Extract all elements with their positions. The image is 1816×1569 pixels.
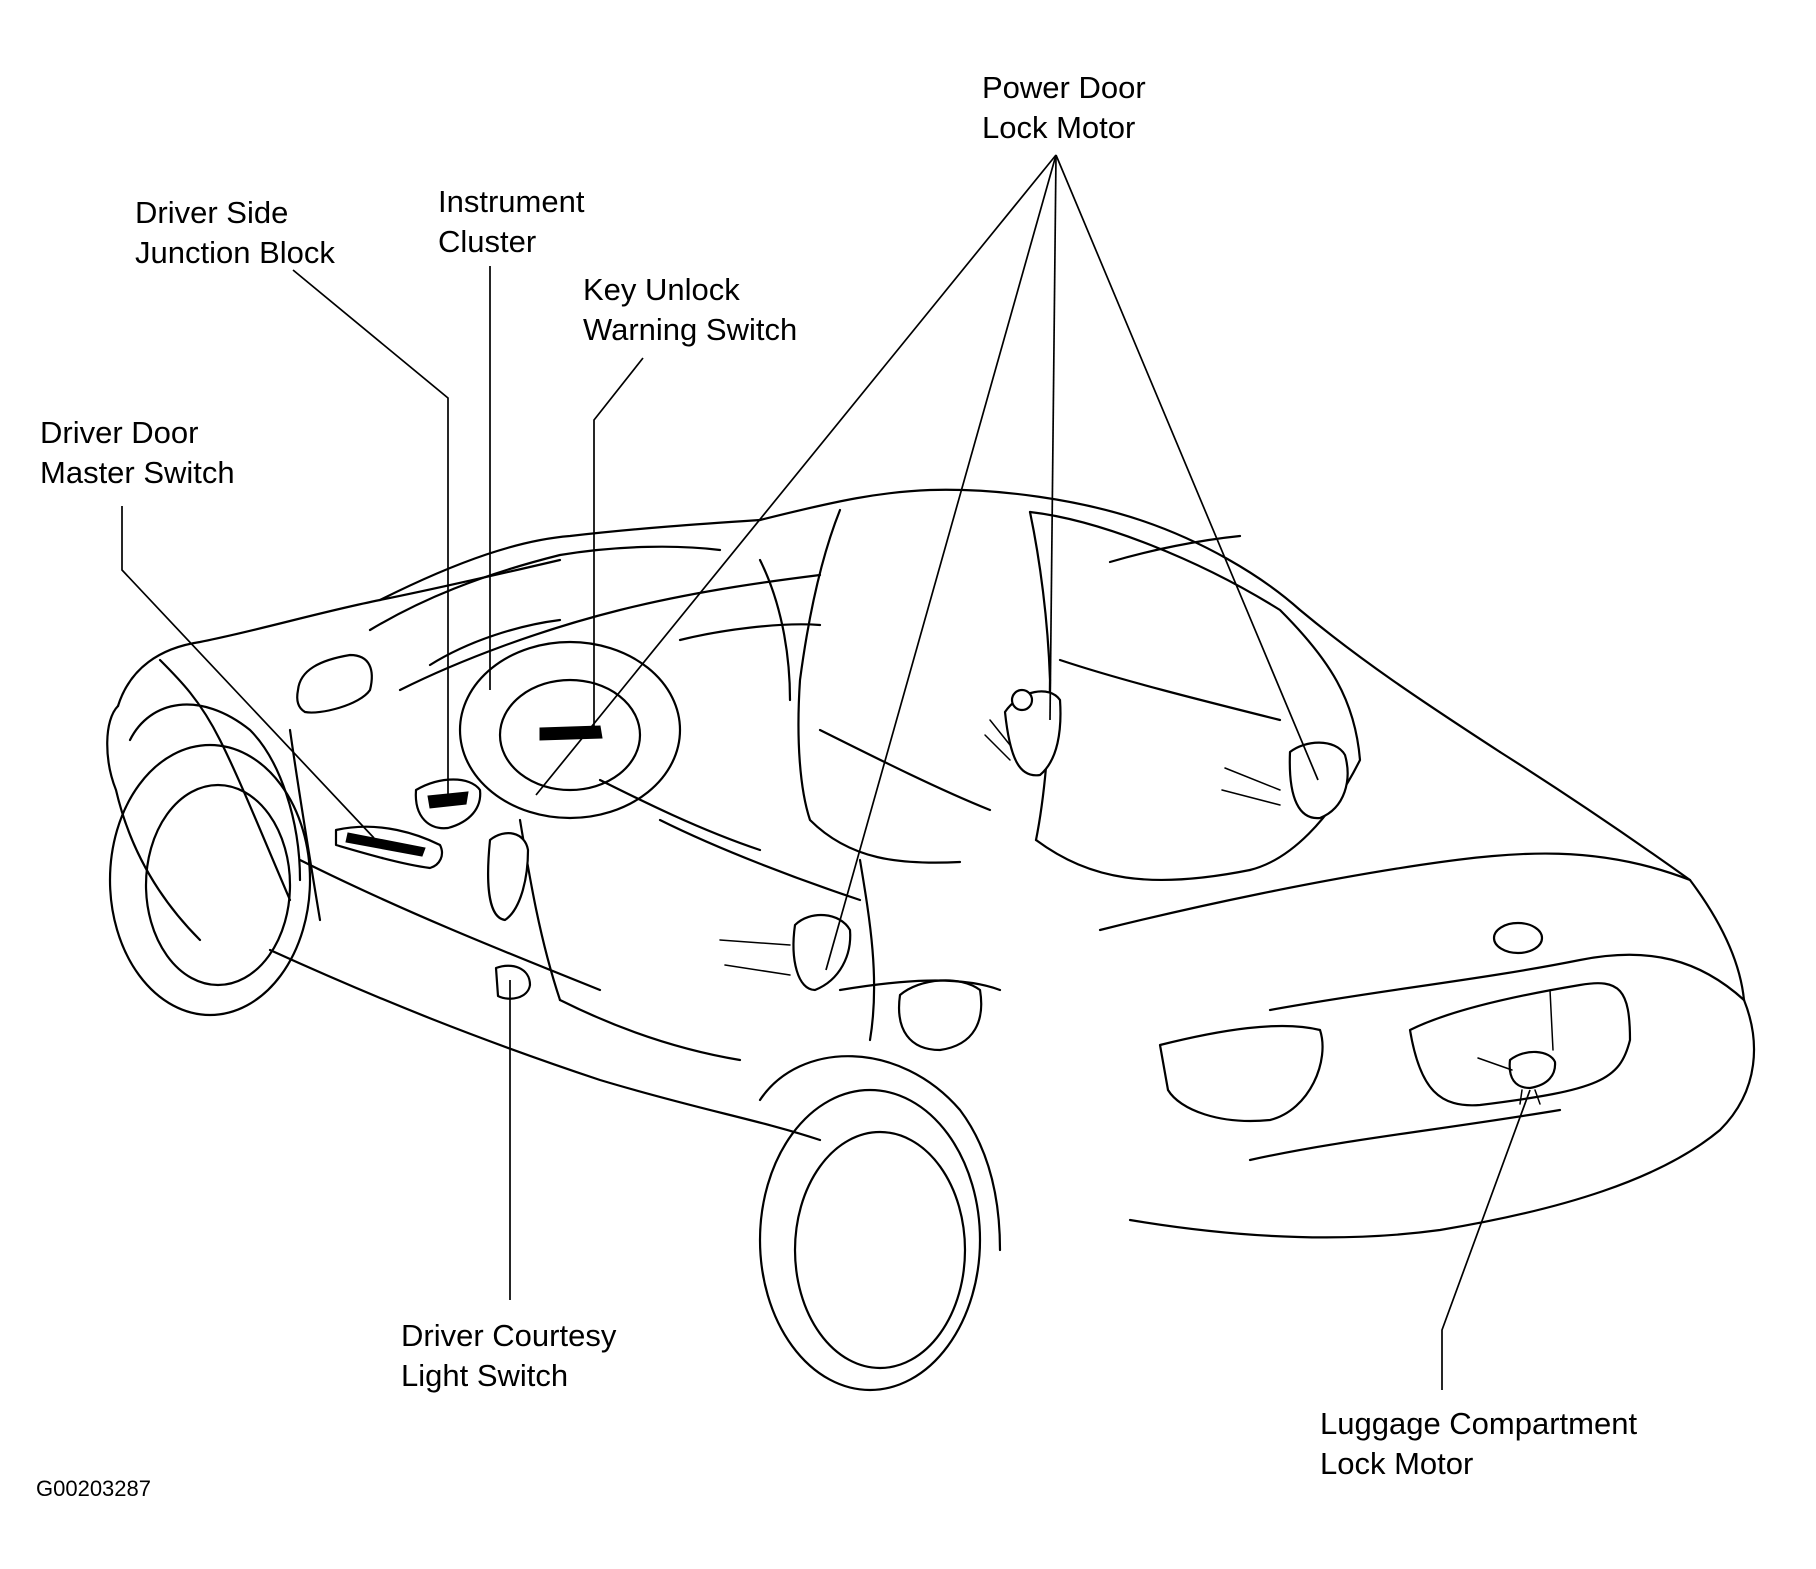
- power-door-lock-motor-parts: [719, 688, 1349, 992]
- label-line: Lock Motor: [982, 110, 1136, 145]
- label-line: Driver Door: [40, 415, 199, 450]
- label-line: Driver Side: [135, 195, 289, 230]
- label-key-unlock-warning-switch: Key Unlock Warning Switch: [583, 270, 797, 350]
- luggage-compartment-lock-motor-part: [1477, 989, 1557, 1105]
- driver-courtesy-light-switch-part: [487, 832, 532, 1000]
- label-line: Lock Motor: [1320, 1446, 1474, 1481]
- label-line: Warning Switch: [583, 312, 798, 347]
- label-power-door-lock-motor: Power Door Lock Motor: [982, 68, 1146, 148]
- label-line: Light Switch: [401, 1358, 569, 1393]
- car-body: [106, 488, 1756, 1392]
- label-driver-door-master-switch: Driver Door Master Switch: [40, 413, 235, 493]
- label-instrument-cluster: Instrument Cluster: [438, 182, 584, 262]
- label-line: Cluster: [438, 224, 537, 259]
- label-line: Power Door: [982, 70, 1146, 105]
- label-line: Driver Courtesy: [401, 1318, 617, 1353]
- label-driver-side-junction-block: Driver Side Junction Block: [135, 193, 335, 273]
- leader-lines: [121, 154, 1531, 1390]
- label-driver-courtesy-light-switch: Driver Courtesy Light Switch: [401, 1316, 616, 1396]
- label-line: Key Unlock: [583, 272, 740, 307]
- key-unlock-warning-switch-part: [539, 725, 603, 741]
- label-luggage-compartment-lock-motor: Luggage Compartment Lock Motor: [1320, 1404, 1637, 1484]
- label-line: Instrument: [438, 184, 585, 219]
- figure-code: G00203287: [36, 1476, 151, 1501]
- label-line: Junction Block: [135, 235, 335, 270]
- driver-door-master-switch-part: [334, 825, 444, 870]
- label-line: Luggage Compartment: [1320, 1406, 1638, 1441]
- label-line: Master Switch: [40, 455, 235, 490]
